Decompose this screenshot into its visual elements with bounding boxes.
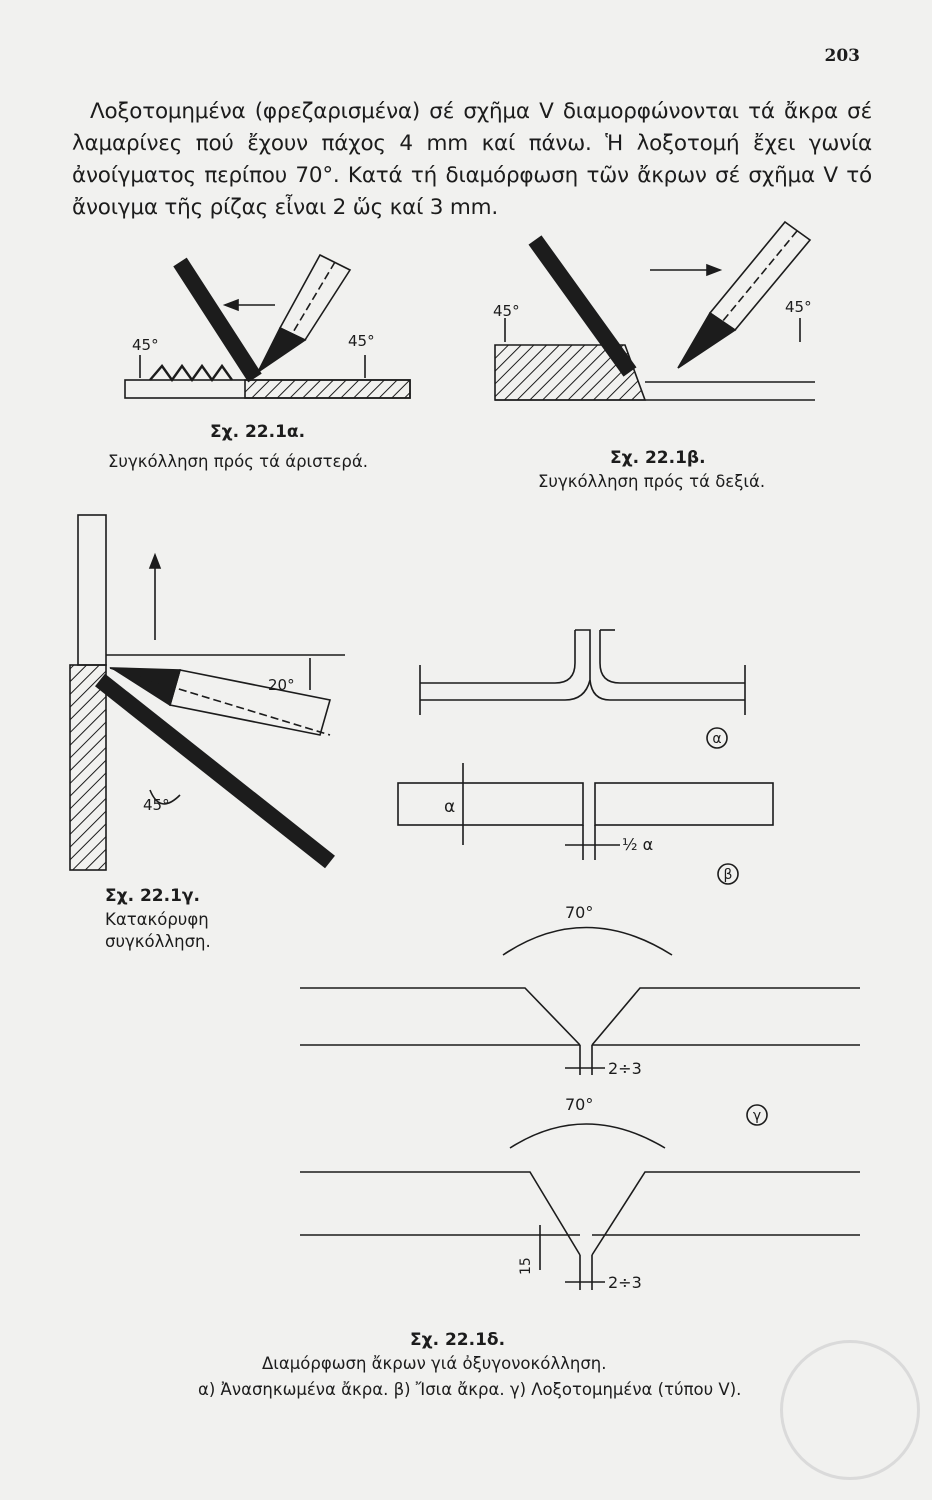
angle-label: 70°	[565, 1095, 593, 1114]
angle-label: 45°	[132, 336, 159, 354]
figure-caption: Συγκόλληση πρός τά δεξιά.	[538, 472, 766, 491]
torch-icon	[677, 220, 812, 369]
library-stamp	[780, 1340, 920, 1480]
variant-label-a: α	[712, 731, 721, 747]
root-face-label: 15	[518, 1257, 534, 1275]
variant-label-b: β	[724, 867, 733, 883]
angle-label: 70°	[565, 903, 593, 922]
figure-22-1c: 20° 45°	[69, 514, 345, 871]
figure-number: Σχ. 22.1δ.	[410, 1330, 506, 1350]
angle-label: 45°	[143, 796, 170, 814]
figure-22-1a: 45° 45°	[124, 253, 411, 399]
figure-legend: α) Ἀνασηκωμένα ἄκρα. β) Ἴσια ἄκρα. γ) Λο…	[198, 1380, 742, 1399]
angle-label: 45°	[785, 298, 812, 316]
figure-22-1d: α α ½ α β 70° 2÷3 γ 70° 15 2÷3	[300, 629, 860, 1292]
figure-number: Σχ. 22.1β.	[610, 448, 706, 468]
figure-caption: Διαμόρφωση ἄκρων γιά ὀξυγονοκόλληση.	[262, 1354, 607, 1373]
torch-icon	[109, 667, 332, 736]
figure-caption: Κατακόρυφη	[105, 910, 209, 929]
figure-caption: συγκόλληση.	[105, 932, 211, 951]
angle-label: 20°	[268, 676, 295, 694]
angle-label: 45°	[348, 332, 375, 350]
figure-number: Σχ. 22.1γ.	[105, 886, 200, 906]
angle-label: 45°	[493, 302, 520, 320]
thickness-label: α	[444, 797, 455, 817]
page-number: 203	[824, 46, 861, 66]
figure-caption: Συγκόλληση πρός τά άριστερά.	[108, 452, 369, 471]
root-gap-label: 2÷3	[608, 1059, 642, 1078]
torch-icon	[255, 253, 352, 375]
figure-22-1b: 45° 45°	[493, 220, 815, 401]
variant-label-c: γ	[753, 1108, 761, 1124]
body-paragraph: Λοξοτομημένα (φρεζαρισμένα) σέ σχῆμα V δ…	[72, 99, 872, 220]
root-gap-label: 2÷3	[608, 1273, 642, 1292]
gap-label: ½ α	[622, 835, 653, 854]
figure-number: Σχ. 22.1α.	[210, 422, 306, 442]
